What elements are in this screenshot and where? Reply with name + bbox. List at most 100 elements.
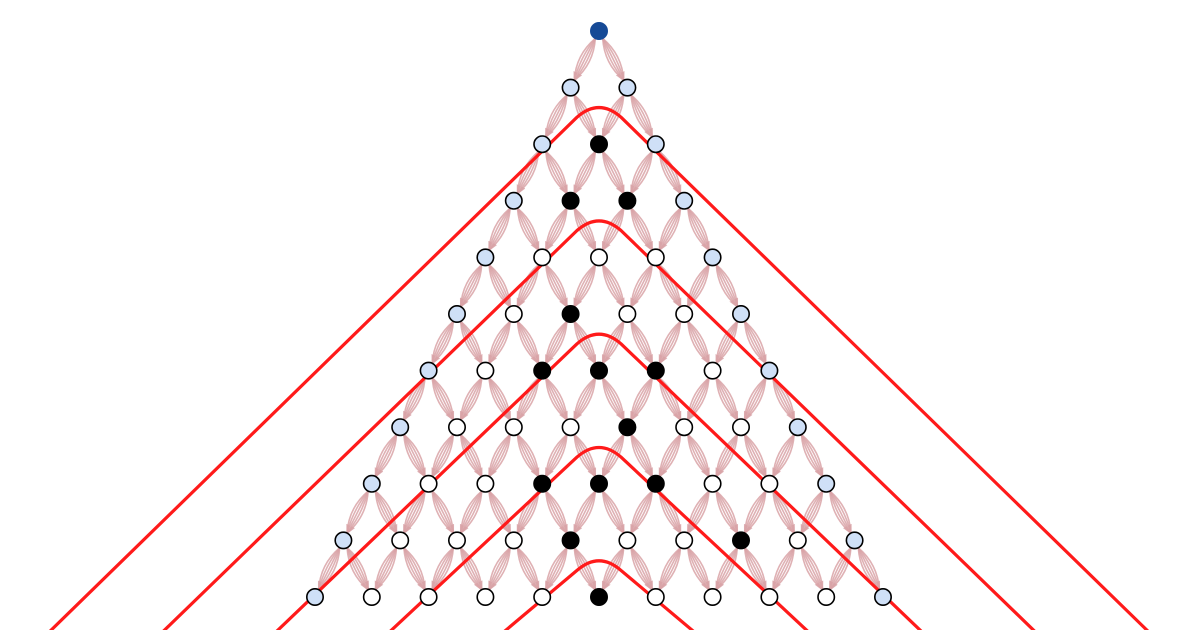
causal-edge	[488, 433, 511, 477]
causal-edge	[403, 547, 426, 591]
causal-edge	[715, 433, 738, 477]
lattice-node-white	[391, 531, 410, 550]
causal-edge	[772, 547, 795, 590]
causal-edge	[601, 264, 625, 308]
causal-edge	[630, 94, 653, 138]
causal-edge	[687, 377, 710, 420]
causal-edge	[743, 490, 767, 534]
lattice-node-white	[618, 531, 637, 550]
causal-edge	[687, 320, 710, 365]
light-cone-boundary	[389, 445, 809, 630]
causal-edge	[601, 491, 625, 534]
causal-edge	[658, 547, 682, 592]
causal-edge	[545, 264, 568, 309]
lattice-node-white	[419, 587, 438, 606]
lattice-node-white	[675, 531, 694, 550]
causal-edge	[488, 377, 511, 422]
lattice-node-edge	[646, 135, 665, 154]
causal-edge	[658, 320, 682, 364]
causal-edge	[772, 377, 795, 421]
causal-edge	[431, 320, 454, 364]
causal-edge	[743, 377, 767, 420]
lattice-node-white	[476, 474, 495, 493]
lattice-node-edge	[362, 474, 381, 493]
lattice-node-white	[760, 474, 779, 493]
lattice-node-white	[419, 474, 438, 493]
causal-edge	[488, 547, 511, 590]
causal-edge	[800, 547, 824, 591]
causal-edge	[545, 151, 568, 195]
causal-edge	[630, 547, 653, 591]
light-cone-boundary	[48, 106, 1150, 630]
causal-edge	[715, 264, 739, 309]
causal-edge	[658, 434, 682, 478]
causal-edge	[488, 207, 511, 251]
causal-edge	[459, 434, 483, 478]
causal-edge	[488, 434, 511, 478]
lattice-node-white	[589, 248, 608, 267]
causal-edge	[630, 150, 653, 194]
causal-edge	[601, 207, 625, 251]
causal-edge	[630, 490, 653, 535]
causal-edge	[715, 264, 738, 308]
causal-edge	[374, 547, 398, 592]
causal-edge	[772, 434, 795, 478]
lattice-node-edge	[618, 78, 637, 97]
causal-edge	[545, 207, 568, 251]
lattice-node-black	[589, 474, 608, 493]
causal-edge	[488, 264, 511, 308]
light-cone-boundary	[503, 559, 695, 630]
causal-edge	[488, 377, 511, 421]
lattice-node-black	[561, 191, 580, 210]
lattice-node-edge	[391, 418, 410, 437]
lattice-node-white	[646, 248, 665, 267]
causal-edge	[829, 490, 852, 535]
causal-edge	[573, 151, 597, 195]
lattice-node-edge	[447, 304, 466, 323]
causal-edge	[715, 320, 738, 364]
causal-edge	[374, 491, 398, 534]
causal-edge	[374, 547, 398, 590]
causal-edge	[687, 377, 710, 422]
causal-edge	[431, 433, 454, 477]
lattice-node-black	[618, 418, 637, 437]
causal-edge	[545, 377, 568, 422]
causal-edge	[715, 547, 738, 590]
causal-edge	[488, 207, 511, 252]
causal-edge	[317, 547, 341, 592]
lattice-node-edge	[731, 304, 750, 323]
causal-edge	[431, 491, 454, 534]
causal-edge	[800, 434, 824, 478]
lattice-node-black	[646, 361, 665, 380]
causal-edge	[743, 547, 767, 591]
causal-edge	[573, 434, 596, 478]
lattice-node-white	[476, 361, 495, 380]
causal-edge	[658, 207, 682, 251]
lattice-node-edge	[334, 531, 353, 550]
lattice-node-black	[618, 191, 637, 210]
causal-edge	[772, 491, 795, 534]
causal-edge	[658, 433, 682, 477]
lattice-node-white	[817, 587, 836, 606]
causal-edge	[715, 377, 739, 422]
lattice-node-edge	[760, 361, 779, 380]
causal-edge	[545, 377, 568, 421]
causal-edge	[715, 490, 739, 535]
lattice-node-black	[646, 474, 665, 493]
causal-edge	[516, 547, 540, 592]
causal-edge	[488, 490, 511, 535]
causal-edge	[573, 37, 597, 82]
causal-edge	[743, 320, 767, 365]
lattice-node-white	[533, 248, 552, 267]
causal-edge	[374, 434, 398, 478]
causal-edge	[459, 321, 483, 364]
causal-edge	[601, 264, 625, 309]
lattice-node-black	[561, 531, 580, 550]
lattice-node-white	[675, 304, 694, 323]
lattice-node-black	[731, 531, 750, 550]
lattice-node-white	[788, 531, 807, 550]
causal-edge	[601, 320, 625, 364]
causal-edge	[573, 150, 596, 194]
causal-edge	[658, 547, 682, 590]
lattice-node-white	[760, 587, 779, 606]
